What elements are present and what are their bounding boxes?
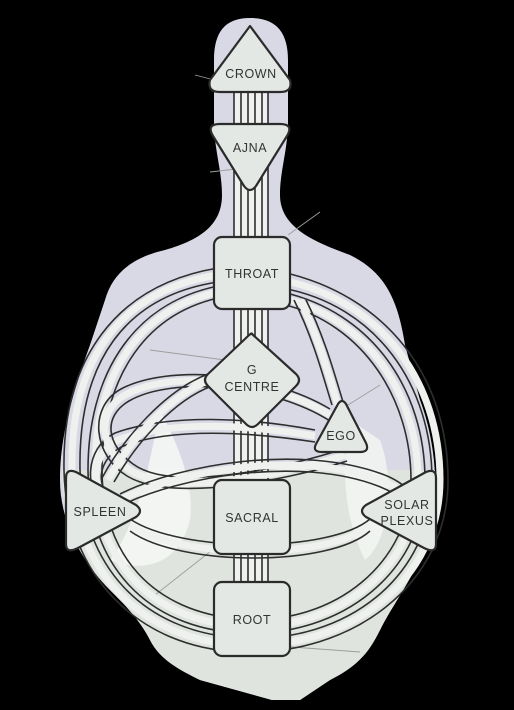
centre-ajna: AJNA xyxy=(209,122,291,192)
centre-spleen: SPLEEN xyxy=(64,469,142,552)
throat-label: THROAT xyxy=(225,267,279,281)
ego-label: EGO xyxy=(326,429,356,443)
root-label: ROOT xyxy=(233,613,272,627)
centre-root: ROOT xyxy=(212,580,292,658)
centre-g: G CENTRE xyxy=(203,332,301,429)
solar-plexus-label-line2: PLEXUS xyxy=(381,514,434,528)
highlight-right xyxy=(345,420,389,560)
g-centre-label-line2: CENTRE xyxy=(225,380,280,394)
g-centre-label-line1: G xyxy=(247,363,257,377)
ajna-label: AJNA xyxy=(233,141,267,155)
sacral-label: SACRAL xyxy=(225,511,279,525)
centre-sacral: SACRAL xyxy=(212,478,292,556)
centre-ego: EGO xyxy=(313,399,369,454)
centre-throat: THROAT xyxy=(212,235,292,311)
centre-crown: CROWN xyxy=(208,24,292,94)
spleen-label: SPLEEN xyxy=(74,505,127,519)
solar-plexus-label-line1: SOLAR xyxy=(384,498,429,512)
centre-solar-plexus: SOLAR PLEXUS xyxy=(360,469,438,552)
crown-label: CROWN xyxy=(225,67,277,81)
